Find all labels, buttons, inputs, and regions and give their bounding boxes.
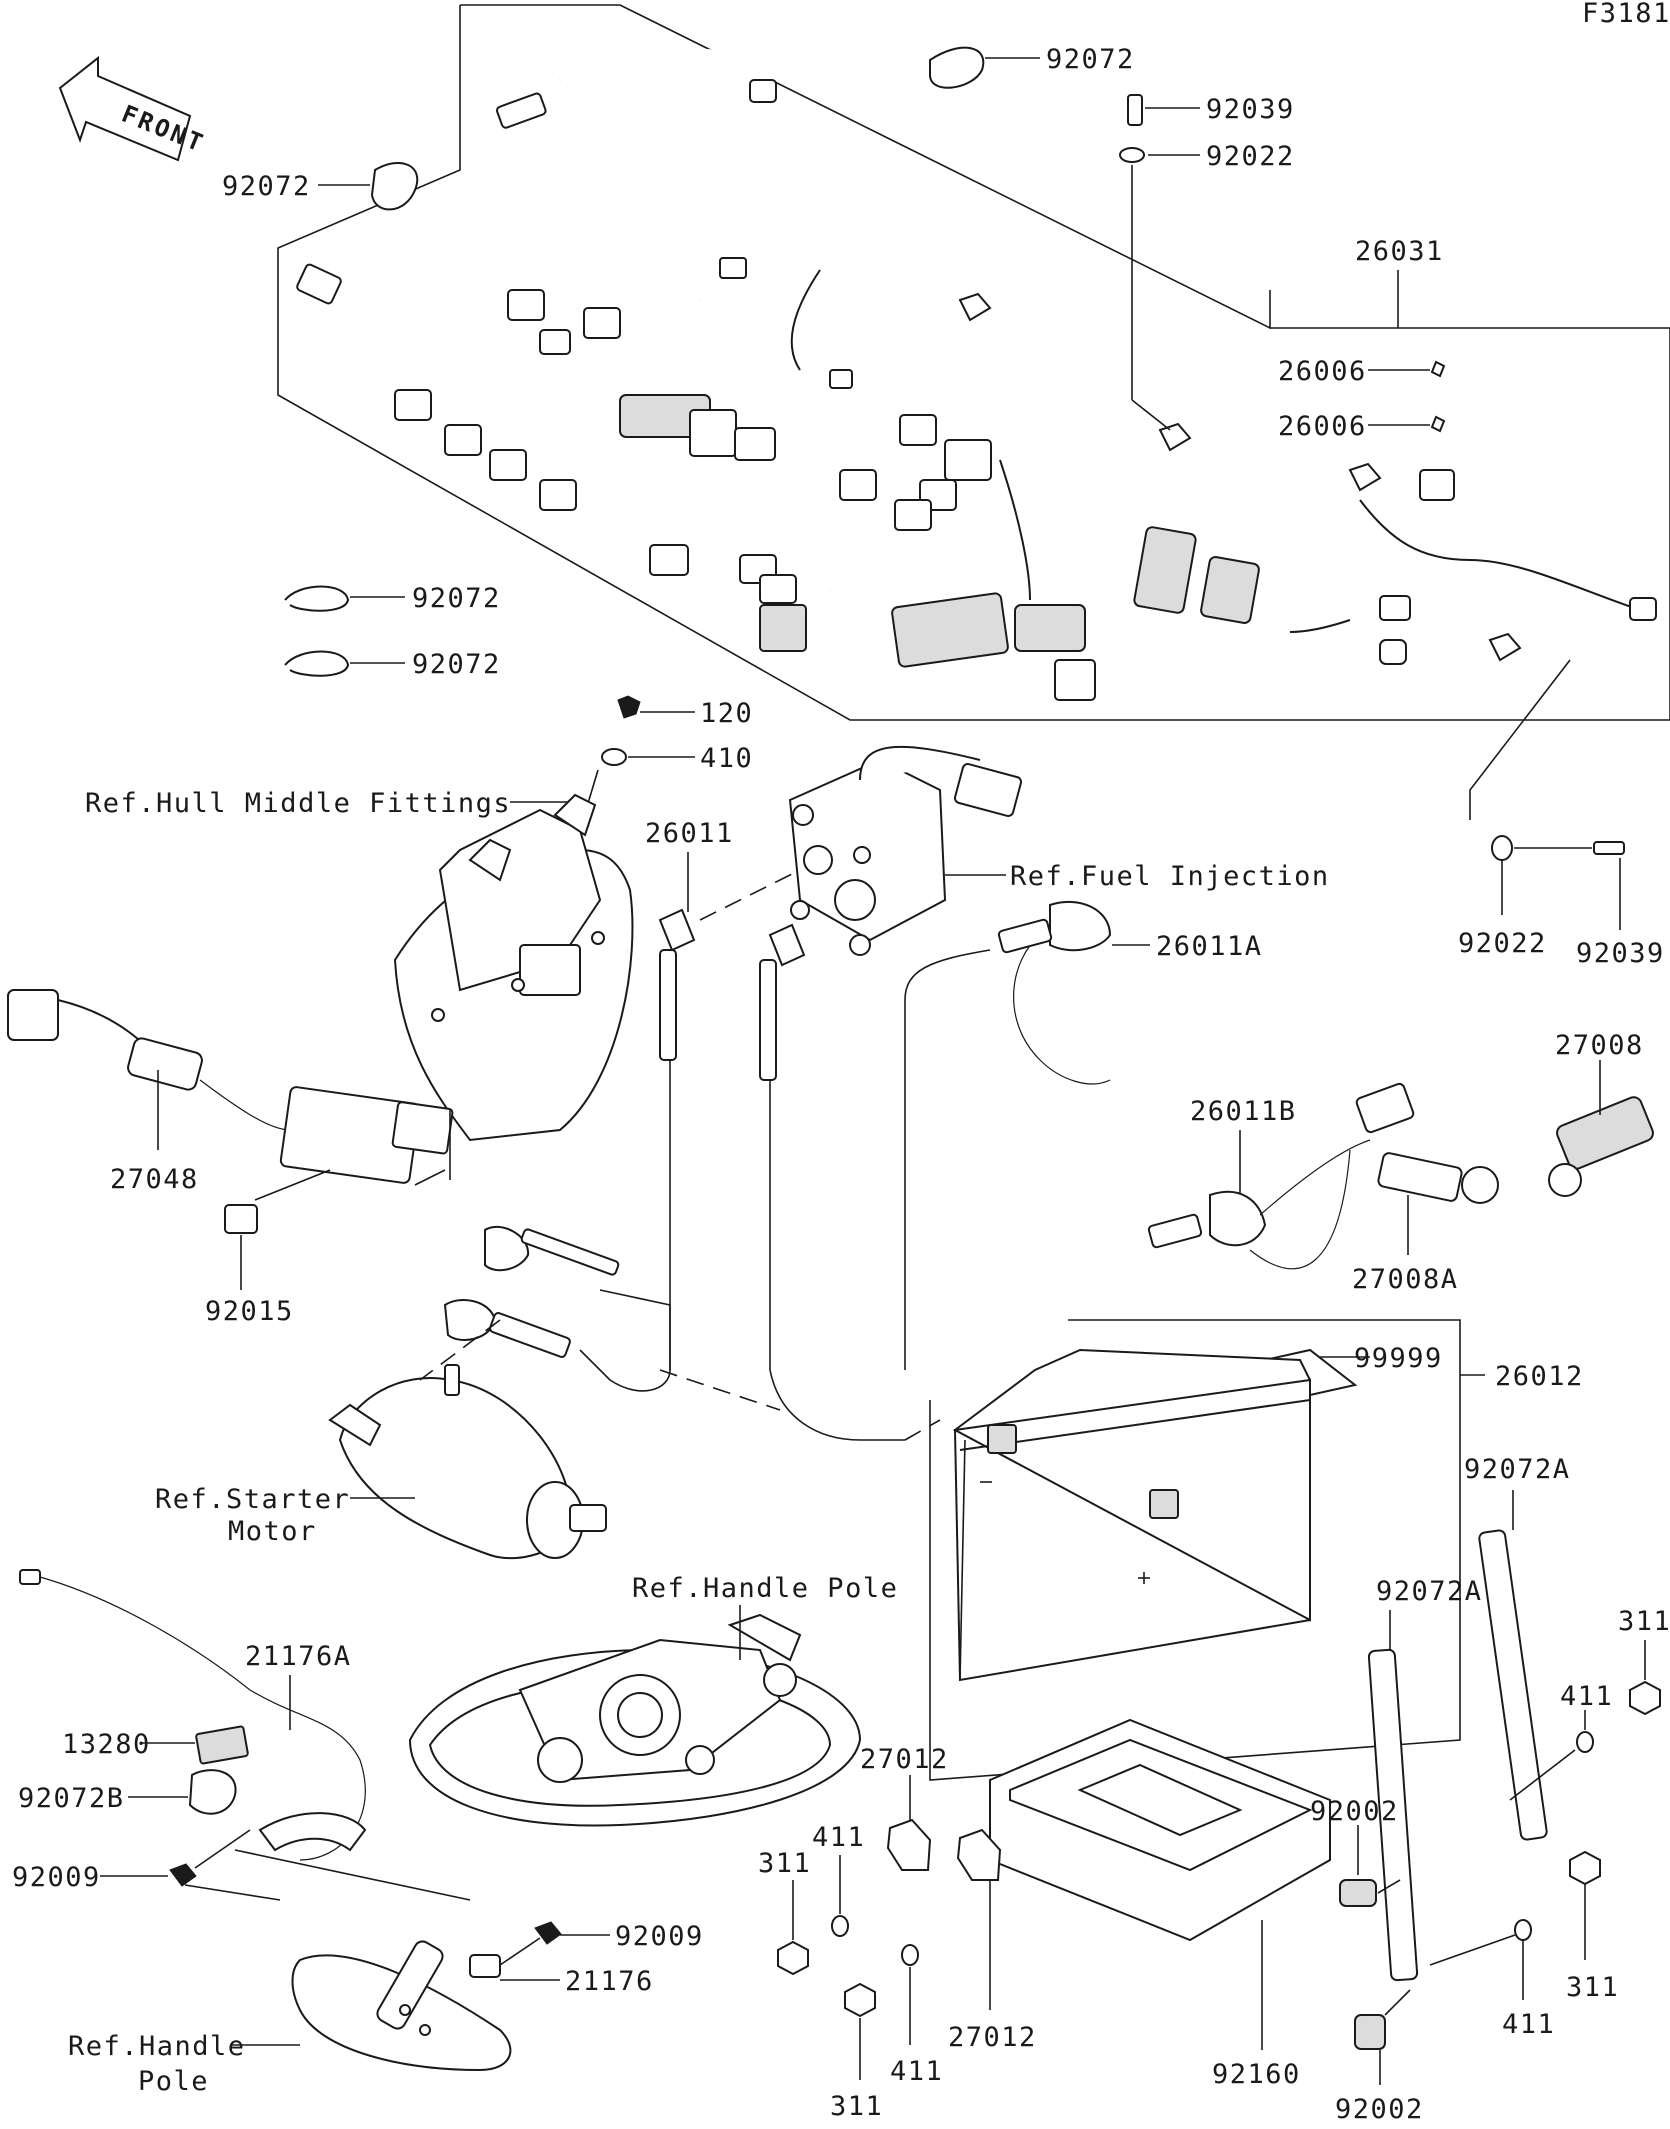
- ref-hull-middle-fittings: Ref.Hull Middle Fittings: [85, 788, 511, 819]
- part-label-92072A-right: 92072A: [1464, 1454, 1571, 1485]
- lower-left: 21176A 13280 92072B 92009 Ref.Handle Pol…: [12, 1569, 704, 2097]
- handle-pole-top: Ref.Handle Pole: [408, 1573, 898, 1827]
- part-label-92015: 92015: [205, 1296, 294, 1327]
- part-label-13280: 13280: [62, 1729, 151, 1760]
- main-harness-outline: [277, 4, 1670, 721]
- part-label-92072-mid1: 92072: [412, 583, 501, 614]
- ref-starter-motor-line1: Ref.Starter: [155, 1484, 350, 1515]
- middle-section: 120 410 Ref.Hull Middle Fittings 27048: [7, 695, 1654, 1781]
- part-label-311-left: 311: [758, 1848, 811, 1879]
- figure-id: F3181: [1582, 0, 1670, 29]
- part-label-411-left: 411: [812, 1822, 865, 1853]
- ref-handle-pole-top: Ref.Handle Pole: [632, 1573, 898, 1604]
- part-label-92039-right: 92039: [1576, 938, 1665, 969]
- part-label-120: 120: [700, 698, 753, 729]
- part-label-92022-top: 92022: [1206, 141, 1295, 172]
- part-label-92009-right: 92009: [615, 1921, 704, 1952]
- part-label-26012: 26012: [1495, 1361, 1584, 1392]
- lower-right: 92160 92072A 92072A 311 411 92002 311 41…: [758, 1454, 1670, 2125]
- part-label-92002-upper: 92002: [1310, 1796, 1399, 1827]
- part-label-411-right-bottom: 411: [1502, 2009, 1555, 2040]
- top-labels: 92072 92039 92022 92072 26031 26006 2600…: [222, 44, 1665, 969]
- part-label-27012-bottom: 27012: [948, 2022, 1037, 2053]
- part-label-99999: 99999: [1354, 1343, 1443, 1374]
- part-label-311-bottom: 311: [830, 2091, 883, 2122]
- part-label-92072A-left: 92072A: [1376, 1576, 1483, 1607]
- part-label-26006-a: 26006: [1278, 356, 1367, 387]
- clamps-92072-pair: 92072 92072: [284, 583, 501, 680]
- ref-starter-motor-line2: Motor: [228, 1516, 317, 1547]
- part-label-26011B: 26011B: [1190, 1096, 1297, 1127]
- part-label-92072-mid2: 92072: [412, 649, 501, 680]
- ref-handle-pole-bottom-line2: Pole: [138, 2066, 209, 2097]
- part-label-92009-left: 92009: [12, 1862, 101, 1893]
- part-label-26011: 26011: [645, 818, 734, 849]
- front-arrow-icon: FRONT: [58, 55, 209, 162]
- part-label-92072-top: 92072: [1046, 44, 1135, 75]
- part-label-21176A: 21176A: [245, 1641, 352, 1672]
- part-label-311-right-bottom: 311: [1566, 1972, 1619, 2003]
- part-label-27012-top: 27012: [860, 1744, 949, 1775]
- part-label-92002-lower: 92002: [1335, 2094, 1424, 2125]
- part-label-21176: 21176: [565, 1966, 654, 1997]
- part-label-92022-right: 92022: [1458, 928, 1547, 959]
- part-label-92039-top: 92039: [1206, 94, 1295, 125]
- part-label-410: 410: [700, 743, 753, 774]
- part-label-26031: 26031: [1355, 236, 1444, 267]
- part-label-26011A: 26011A: [1156, 931, 1263, 962]
- part-label-26006-b: 26006: [1278, 411, 1367, 442]
- ref-fuel-injection: Ref.Fuel Injection: [1010, 861, 1330, 892]
- main-wiring-harness: [296, 47, 1657, 701]
- part-label-411-right-top: 411: [1560, 1681, 1613, 1712]
- part-label-311-right-top: 311: [1618, 1606, 1670, 1637]
- part-label-27008A: 27008A: [1352, 1264, 1459, 1295]
- part-label-92072-left: 92072: [222, 171, 311, 202]
- part-label-27048: 27048: [110, 1164, 199, 1195]
- ref-handle-pole-bottom-line1: Ref.Handle: [68, 2031, 246, 2062]
- part-label-411-bottom: 411: [890, 2056, 943, 2087]
- part-label-27008: 27008: [1555, 1030, 1644, 1061]
- part-label-92072B: 92072B: [18, 1783, 125, 1814]
- part-label-92160: 92160: [1212, 2059, 1301, 2090]
